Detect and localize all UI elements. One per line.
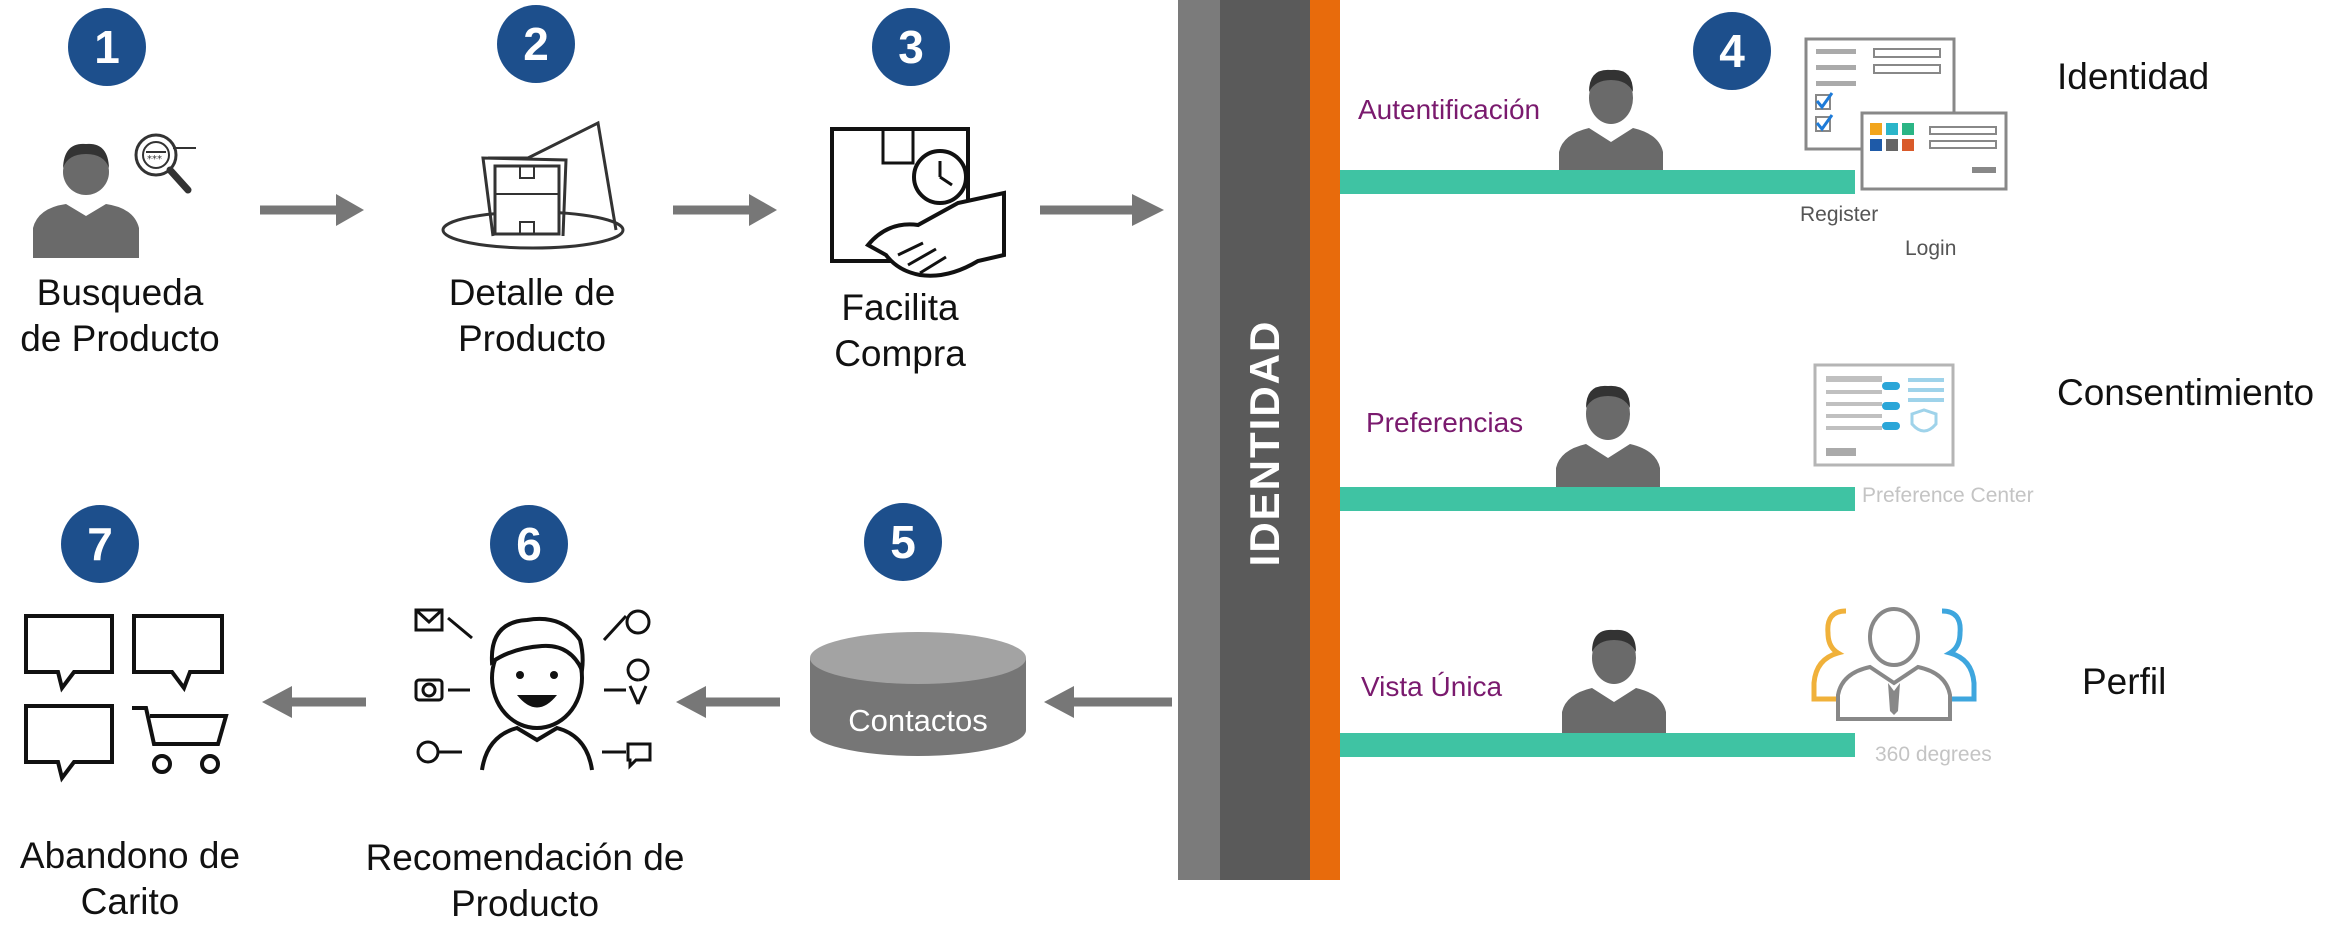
row1-teal-bar (1340, 170, 1855, 194)
chat-cart-icon (24, 614, 229, 783)
step-2-badge: 2 (497, 5, 575, 83)
step-2-label: Detalle de Producto (448, 272, 616, 359)
person-icon-row1 (1559, 69, 1663, 174)
category-identidad: Identidad (2057, 56, 2210, 97)
identity-label: IDENTIDAD (1241, 319, 1288, 567)
step-7-badge: 7 (61, 505, 139, 583)
arrow-2-to-3 (673, 194, 777, 226)
step-5-badge: 5 (864, 503, 942, 581)
arrow-1-to-2 (260, 194, 364, 226)
register-login-forms-icon (1804, 37, 2008, 191)
smiling-person-icon (414, 608, 652, 771)
row3-teal-bar (1340, 733, 1855, 757)
step-1-label: Busqueda de Producto (20, 272, 220, 359)
step-6-badge: 6 (490, 505, 568, 583)
person-search-icon: *** (33, 133, 196, 258)
role-label-preferences: Preferencias (1366, 407, 1524, 438)
svg-text:***: *** (147, 154, 162, 165)
product-box-icon (441, 120, 625, 250)
database-cylinder-icon (810, 632, 1026, 756)
category-perfil: Perfil (2082, 661, 2167, 702)
360-profile-icon (1811, 607, 1977, 721)
360-degrees-caption: 360 degrees (1875, 743, 1992, 766)
handshake-package-icon (830, 127, 1006, 278)
identity-bar-accent (1310, 0, 1340, 880)
step-3-badge: 3 (872, 8, 950, 86)
step-1-badge: 1 (68, 8, 146, 86)
arrow-6-to-7 (262, 686, 366, 718)
step-4-badge: 4 (1693, 12, 1771, 90)
preference-center-icon (1813, 363, 1955, 467)
row2-teal-bar (1340, 487, 1855, 511)
register-caption: Register (1800, 203, 1879, 226)
contactos-label: Contactos (848, 703, 988, 738)
preference-center-caption: Preference Center (1862, 484, 2034, 507)
step-3-label: Facilita Compra (834, 287, 966, 374)
arrow-identity-to-5 (1044, 686, 1172, 718)
arrow-5-to-6 (676, 686, 780, 718)
identity-bar (1220, 0, 1310, 880)
role-label-authentication: Autentificación (1358, 94, 1541, 125)
category-consentimiento: Consentimiento (2057, 372, 2315, 413)
step-7-label: Abandono de Carito (19, 835, 241, 922)
person-icon-row3 (1562, 629, 1666, 734)
identity-bar-outer (1178, 0, 1220, 880)
step-6-label: Recomendación de Producto (365, 837, 685, 924)
role-label-single-view: Vista Única (1361, 671, 1503, 702)
arrow-3-to-identity (1040, 194, 1164, 226)
login-caption: Login (1905, 237, 1957, 260)
person-icon-row2 (1556, 385, 1660, 490)
